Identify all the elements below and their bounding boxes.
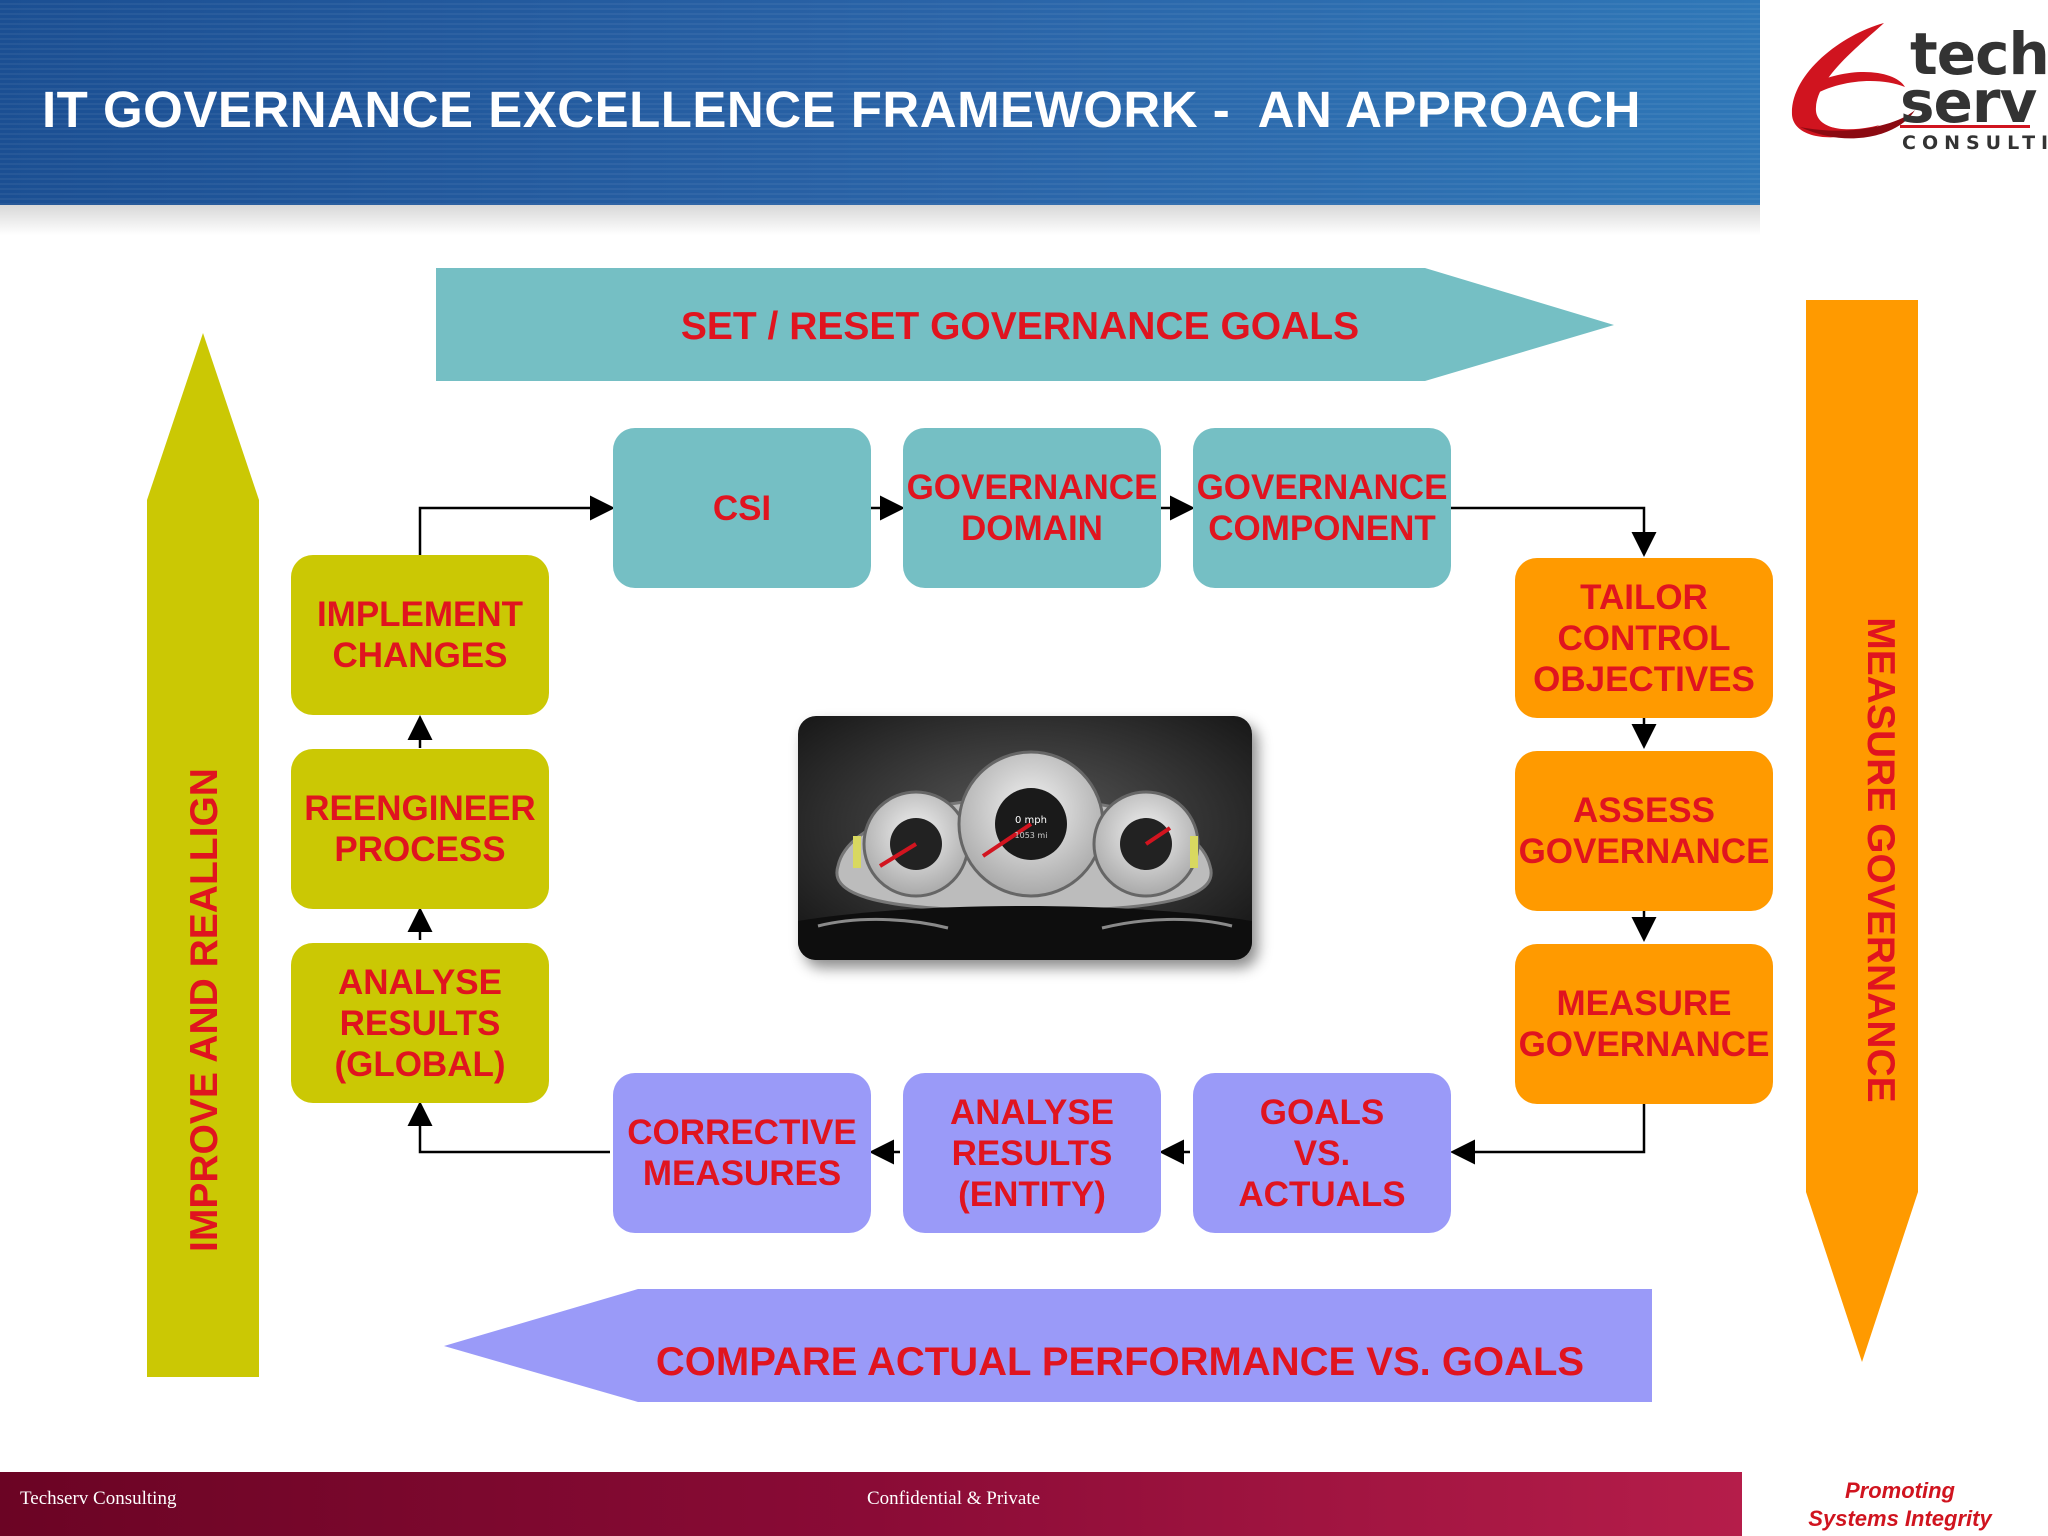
swoosh-logo-icon xyxy=(1791,23,2030,139)
footer-bar xyxy=(0,1472,1742,1536)
header-shadow xyxy=(0,205,1760,235)
node-csi: CSI xyxy=(613,428,871,588)
node-entity-line3: (ENTITY) xyxy=(958,1174,1106,1214)
odometer-readout: 1053 mi xyxy=(1015,831,1048,840)
node-governance-component-line1: GOVERNANCE xyxy=(1196,468,1448,507)
logo-text-tech: tech xyxy=(1910,20,2048,88)
node-corrective-line1: CORRECTIVE xyxy=(627,1113,857,1152)
set-goals-label: SET / RESET GOVERNANCE GOALS xyxy=(680,305,1360,348)
node-goals-line1: GOALS xyxy=(1259,1092,1385,1132)
node-csi-line: CSI xyxy=(712,488,772,528)
node-corrective-line2: MEASURES xyxy=(642,1154,842,1193)
tagline-line2: Systems Integrity xyxy=(1808,1506,1992,1531)
footer-confidential: Confidential & Private xyxy=(867,1488,1041,1509)
node-governance-domain-line1: GOVERNANCE xyxy=(906,468,1158,507)
page-title: IT GOVERNANCE EXCELLENCE FRAMEWORK - AN … xyxy=(42,81,1641,138)
connector-component-to-tailor xyxy=(1451,506,1657,557)
node-assess-line1: ASSESS xyxy=(1573,791,1715,830)
node-measure-line2: GOVERNANCE xyxy=(1518,1025,1770,1064)
node-measure-line1: MEASURE xyxy=(1556,984,1732,1023)
footer-company: Techserv Consulting xyxy=(20,1488,177,1509)
logo-text-serv: serv xyxy=(1900,68,2037,136)
node-implement-line1: IMPLEMENT xyxy=(316,595,524,634)
speedometer-icon: 0 mph 1053 mi xyxy=(798,716,1252,960)
node-global-line1: ANALYSE xyxy=(337,962,502,1002)
logo-text-consulting: CONSULTING xyxy=(1902,132,2048,154)
speed-readout: 0 mph xyxy=(1015,815,1047,826)
connector-corrective-to-global xyxy=(407,1101,610,1154)
node-global-line3: (GLOBAL) xyxy=(334,1044,506,1084)
node-global-line2: RESULTS xyxy=(339,1003,501,1043)
set-goals-arrow xyxy=(436,268,1614,381)
connector-implement-to-csi xyxy=(418,495,615,555)
node-governance-domain-line2: DOMAIN xyxy=(961,509,1103,548)
node-entity-line1: ANALYSE xyxy=(949,1092,1115,1132)
node-governance-component-line2: COMPONENT xyxy=(1208,509,1436,548)
techserv-logo: tech serv CONSULTING xyxy=(1780,15,2048,165)
node-tailor-line2: CONTROL xyxy=(1557,618,1731,658)
node-reengineer-line2: PROCESS xyxy=(334,830,506,869)
node-reengineer-line1: REENGINEER xyxy=(304,789,536,828)
dashboard-gauges-image: 0 mph 1053 mi xyxy=(798,716,1252,960)
node-goals-line3: ACTUALS xyxy=(1238,1174,1406,1214)
header-bar xyxy=(0,0,1760,205)
footer-tagline: Promoting Systems Integrity xyxy=(1760,1477,2040,1533)
compare-performance-label: COMPARE ACTUAL PERFORMANCE VS. GOALS xyxy=(655,1340,1585,1384)
node-tailor-line1: TAILOR xyxy=(1580,577,1708,617)
node-assess-line2: GOVERNANCE xyxy=(1518,832,1770,871)
node-entity-line2: RESULTS xyxy=(951,1133,1113,1173)
tagline-line1: Promoting xyxy=(1845,1478,1955,1503)
measure-governance-arrow xyxy=(1806,300,1918,1362)
node-implement-line2: CHANGES xyxy=(332,636,508,675)
compare-performance-arrow xyxy=(444,1289,1652,1402)
node-tailor-line3: OBJECTIVES xyxy=(1533,659,1755,699)
connector-measure-to-goals xyxy=(1450,1104,1646,1165)
improve-realign-arrow xyxy=(147,333,259,1377)
node-goals-line2: VS. xyxy=(1293,1133,1351,1173)
